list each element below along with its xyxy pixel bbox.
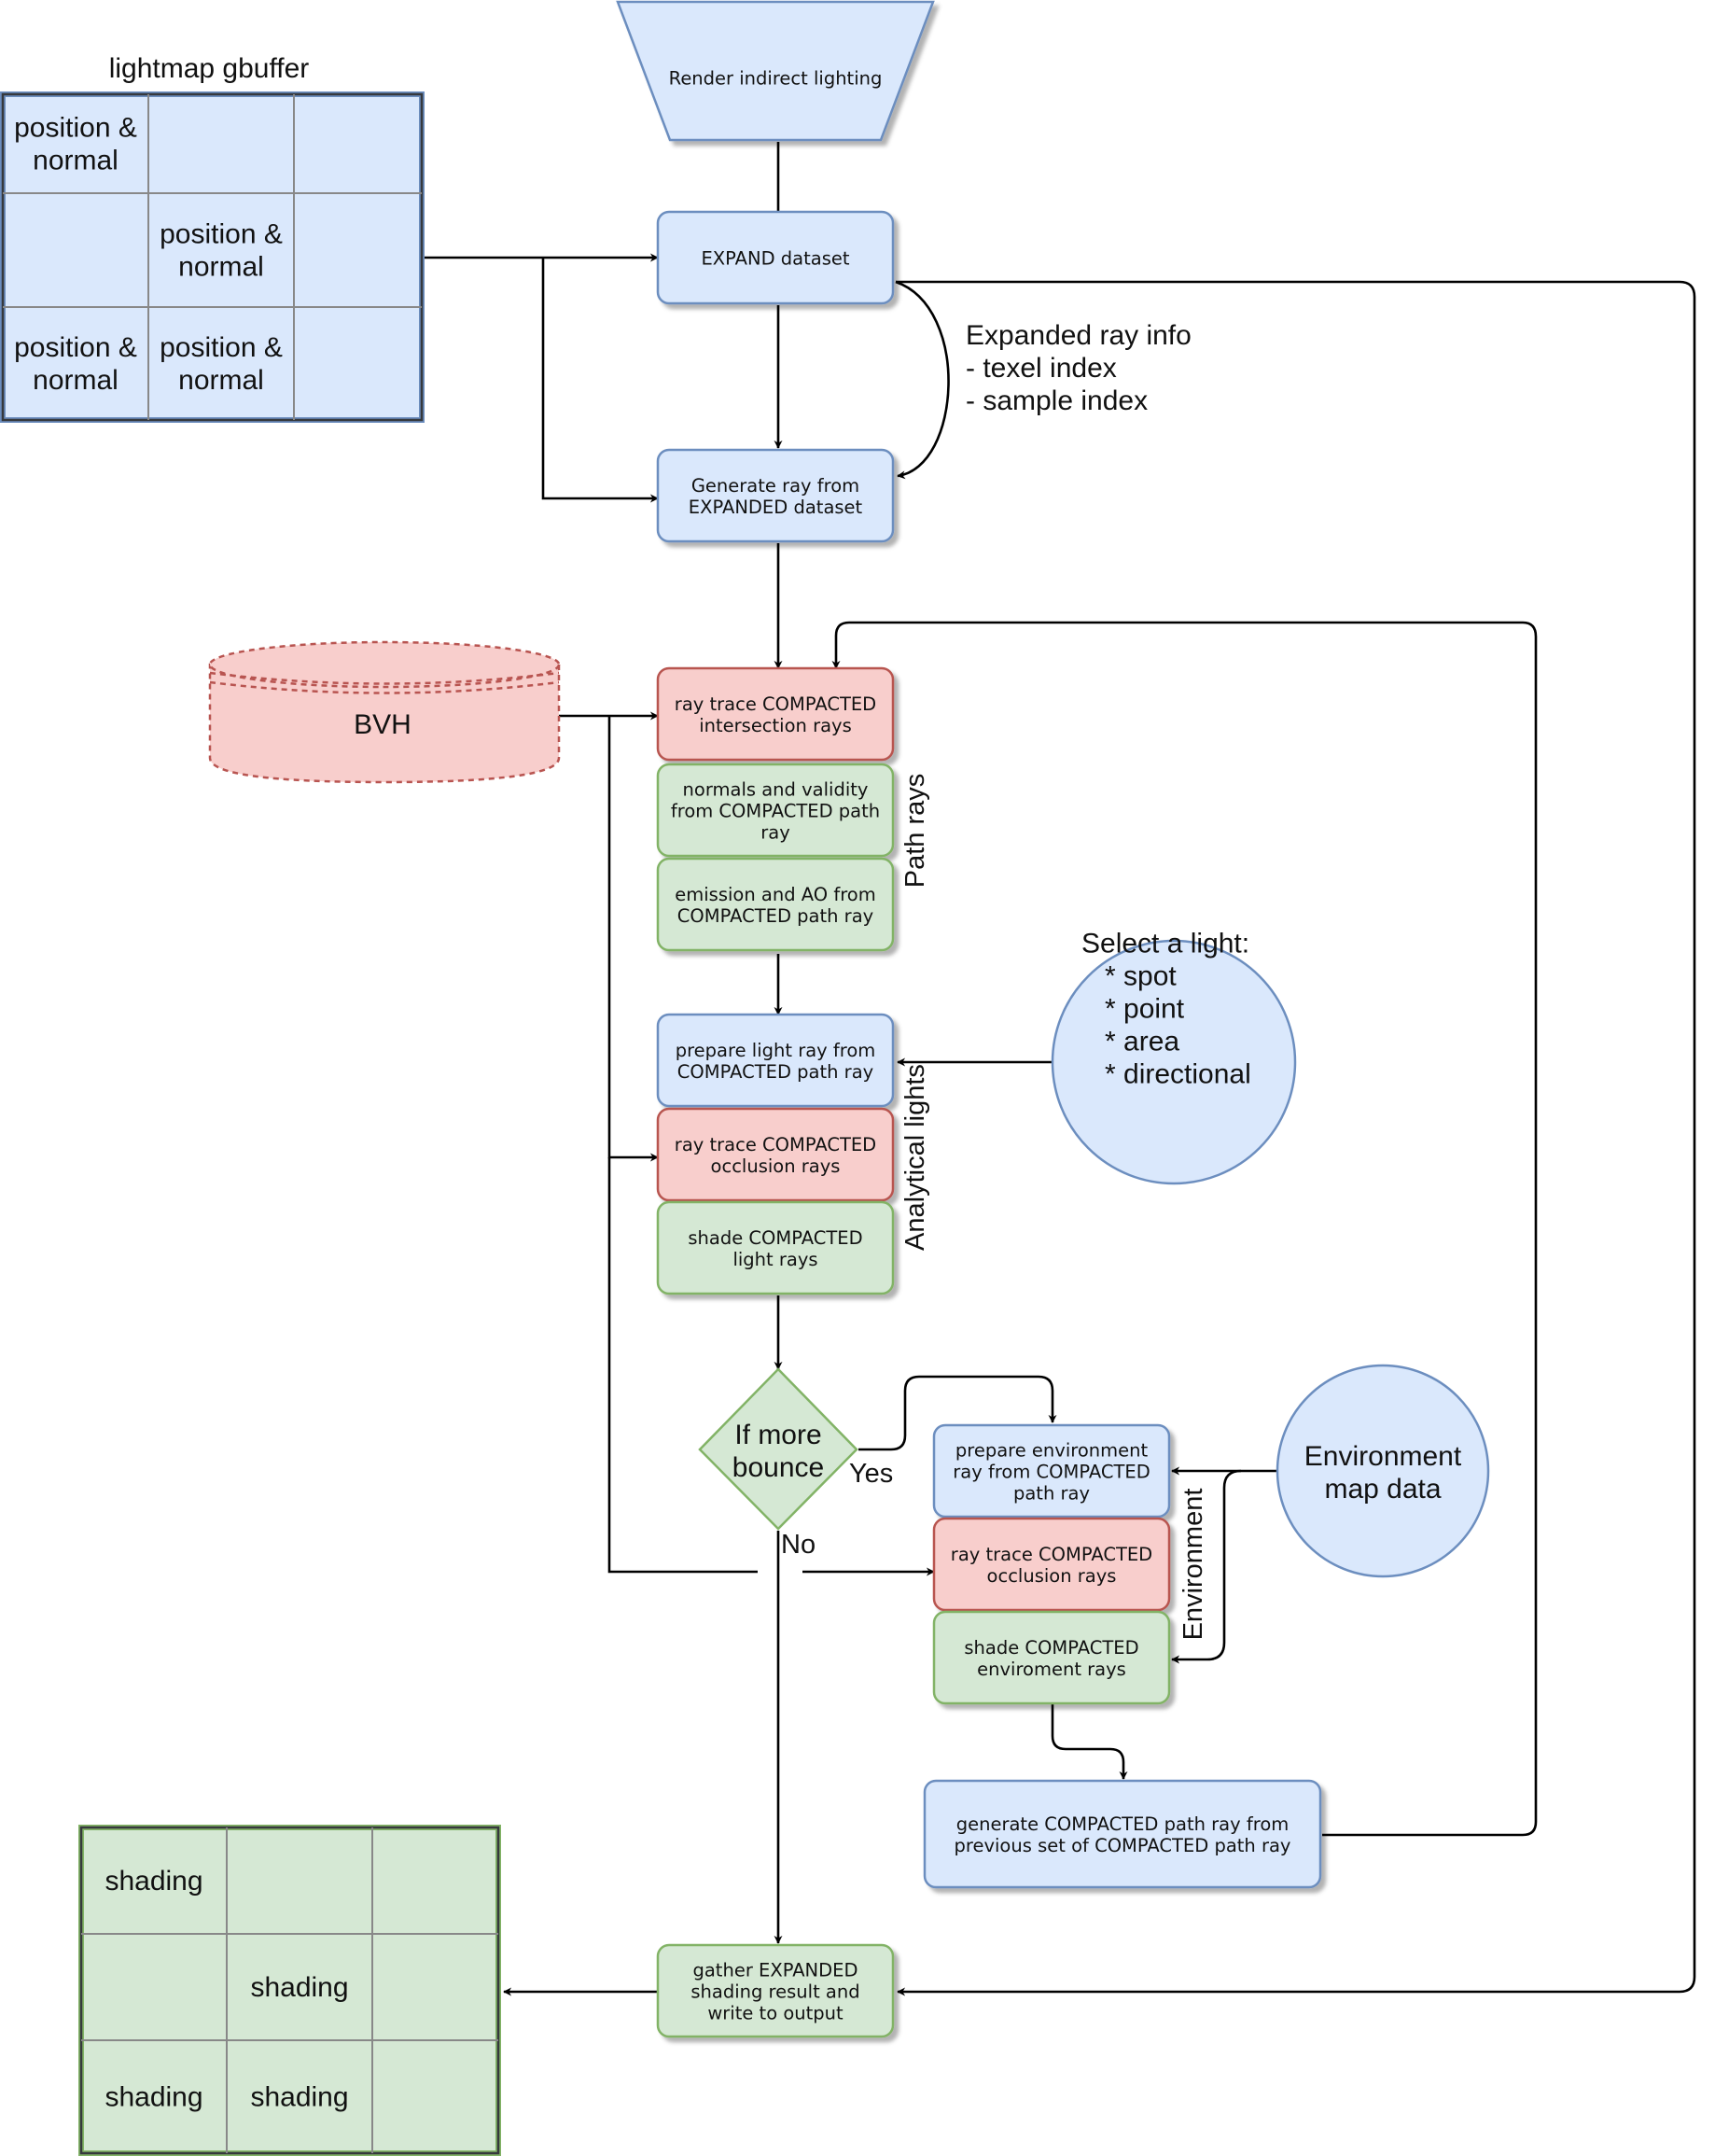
expand-label: EXPAND dataset [701,248,849,270]
output-cell-0: shading [105,1866,202,1897]
lightmap-gbuffer: lightmap gbuffer position &normalpositio… [0,53,425,423]
no-label: No [781,1530,816,1560]
render-label: Render indirect lighting [669,67,883,89]
group-label-environment: Environment [1178,1489,1208,1641]
connectors [422,142,1696,1996]
edge-bvh-to-occlusion [607,716,659,1162]
gbuffer-grid-lines [3,94,422,420]
gbuffer-cell-6: position &normal [14,332,137,396]
output-cell-7: shading [250,2082,348,2113]
output-cell-6: shading [105,2082,202,2113]
edge-yes-to-env [858,1375,1057,1451]
expanded-ray-info-annotation: Expanded ray info- texel index- sample i… [966,320,1192,416]
output-cells: shading shading shading shading [105,1866,348,2113]
node-select-light[interactable]: Select a light: * spot * point * area * … [1051,929,1297,1185]
edge-shade-env-to-generate [1051,1704,1128,1780]
gbuffer-title: lightmap gbuffer [109,53,310,84]
gbuffer-cell-0: position &normal [14,113,137,176]
bvh-label: BVH [354,709,411,740]
output-grid-lines [81,1827,498,2153]
gbuffer-cell-7: position &normal [160,332,283,396]
node-render-indirect[interactable]: Render indirect lighting [616,0,935,142]
gbuffer-cell-4: position &normal [160,219,283,283]
group-label-analytical-lights: Analytical lights [900,1064,930,1251]
edge-envmap-to-shade [1171,1469,1242,1664]
output-cell-4: shading [250,1972,348,2003]
output-shading-grid: shading shading shading shading [78,1825,501,2156]
gbuffer-cells: position &normal position &normal position… [14,113,283,397]
node-bvh[interactable]: BVH [208,640,561,784]
edge-expand-info-curve [895,280,950,480]
yes-label: Yes [849,1459,893,1489]
edge-expand-to-gather [896,280,1696,1996]
group-label-path-rays: Path rays [900,774,930,889]
edge-loop-back [831,621,1538,1837]
node-expand-dataset[interactable]: EXPAND dataset [656,210,895,305]
select-light-label: Select a light: * spot * point * area * … [1081,929,1251,1090]
edge-bvh-to-env-occlusion [607,1157,758,1574]
edge-gbuffer-to-generate [541,258,659,503]
